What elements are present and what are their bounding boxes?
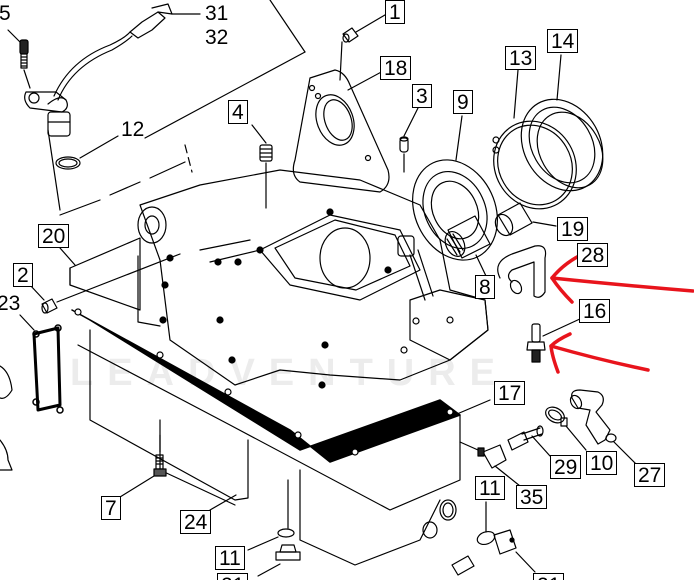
needle-bearing-8 — [444, 215, 491, 277]
callout-19: 19 — [557, 217, 589, 241]
dowel-2 — [29, 253, 181, 314]
red-arrow-to-part-16 — [549, 332, 650, 374]
callout-16: 16 — [579, 299, 611, 323]
drain-plug-21 — [247, 479, 301, 577]
callout-20: 20 — [38, 224, 70, 248]
callout-23: 23 — [0, 292, 21, 315]
seal-14 — [520, 54, 604, 192]
callout-27: 27 — [634, 463, 666, 487]
callout-29: 29 — [550, 455, 582, 479]
callout-5: 5 — [0, 2, 11, 25]
callout-21-right: 21 — [533, 573, 565, 580]
transmission-housing — [137, 169, 489, 389]
pin-1 — [339, 11, 391, 81]
callout-7: 7 — [101, 496, 121, 520]
spacer-19 — [494, 202, 557, 237]
fitting-16 — [526, 317, 583, 363]
callout-14: 14 — [547, 29, 579, 53]
dowel-3 — [399, 107, 419, 173]
cover-plate-20 — [59, 237, 161, 327]
sensor-group-bracket — [47, 0, 306, 216]
callout-17: 17 — [494, 381, 526, 405]
callout-2: 2 — [13, 263, 33, 287]
hose-clamp-10 — [545, 406, 587, 451]
callout-4: 4 — [228, 100, 248, 124]
bolt-7 — [119, 419, 167, 498]
callout-9: 9 — [453, 90, 473, 114]
callout-28: 28 — [577, 243, 609, 267]
callout-12: 12 — [121, 118, 145, 141]
bolt-5 — [7, 29, 31, 89]
hose-27 — [569, 389, 637, 465]
gasket-23 — [19, 314, 64, 414]
speed-sensor — [24, 3, 201, 137]
callout-11-left: 11 — [215, 546, 245, 570]
callout-24: 24 — [180, 510, 212, 534]
oil-pan-24 — [77, 329, 461, 566]
callout-8: 8 — [475, 275, 495, 299]
callout-10: 10 — [586, 451, 618, 475]
oil-pan-gasket — [71, 308, 491, 463]
callout-3: 3 — [412, 84, 432, 108]
callout-1: 1 — [385, 0, 405, 24]
callout-13: 13 — [505, 46, 537, 70]
snap-ring-13 — [492, 69, 577, 210]
red-arrow-to-part-28 — [550, 251, 694, 304]
elbow-fitting-35 — [459, 441, 521, 487]
bracket-18 — [292, 69, 390, 193]
plug-4 — [251, 124, 273, 209]
watermark: LEADVENTURE — [70, 352, 510, 394]
callout-21-left: 21 — [217, 573, 249, 580]
valve-stem-29 — [507, 425, 551, 457]
elbow-tube-28 — [497, 245, 547, 298]
o-ring-12 — [55, 135, 119, 170]
callout-35: 35 — [516, 485, 548, 509]
drain-plug-21b — [451, 501, 536, 576]
partial-part-left — [0, 365, 13, 471]
callout-32: 32 — [205, 26, 229, 49]
callout-11-right: 11 — [475, 476, 505, 500]
callout-31: 31 — [205, 2, 229, 25]
callout-18: 18 — [380, 56, 412, 80]
